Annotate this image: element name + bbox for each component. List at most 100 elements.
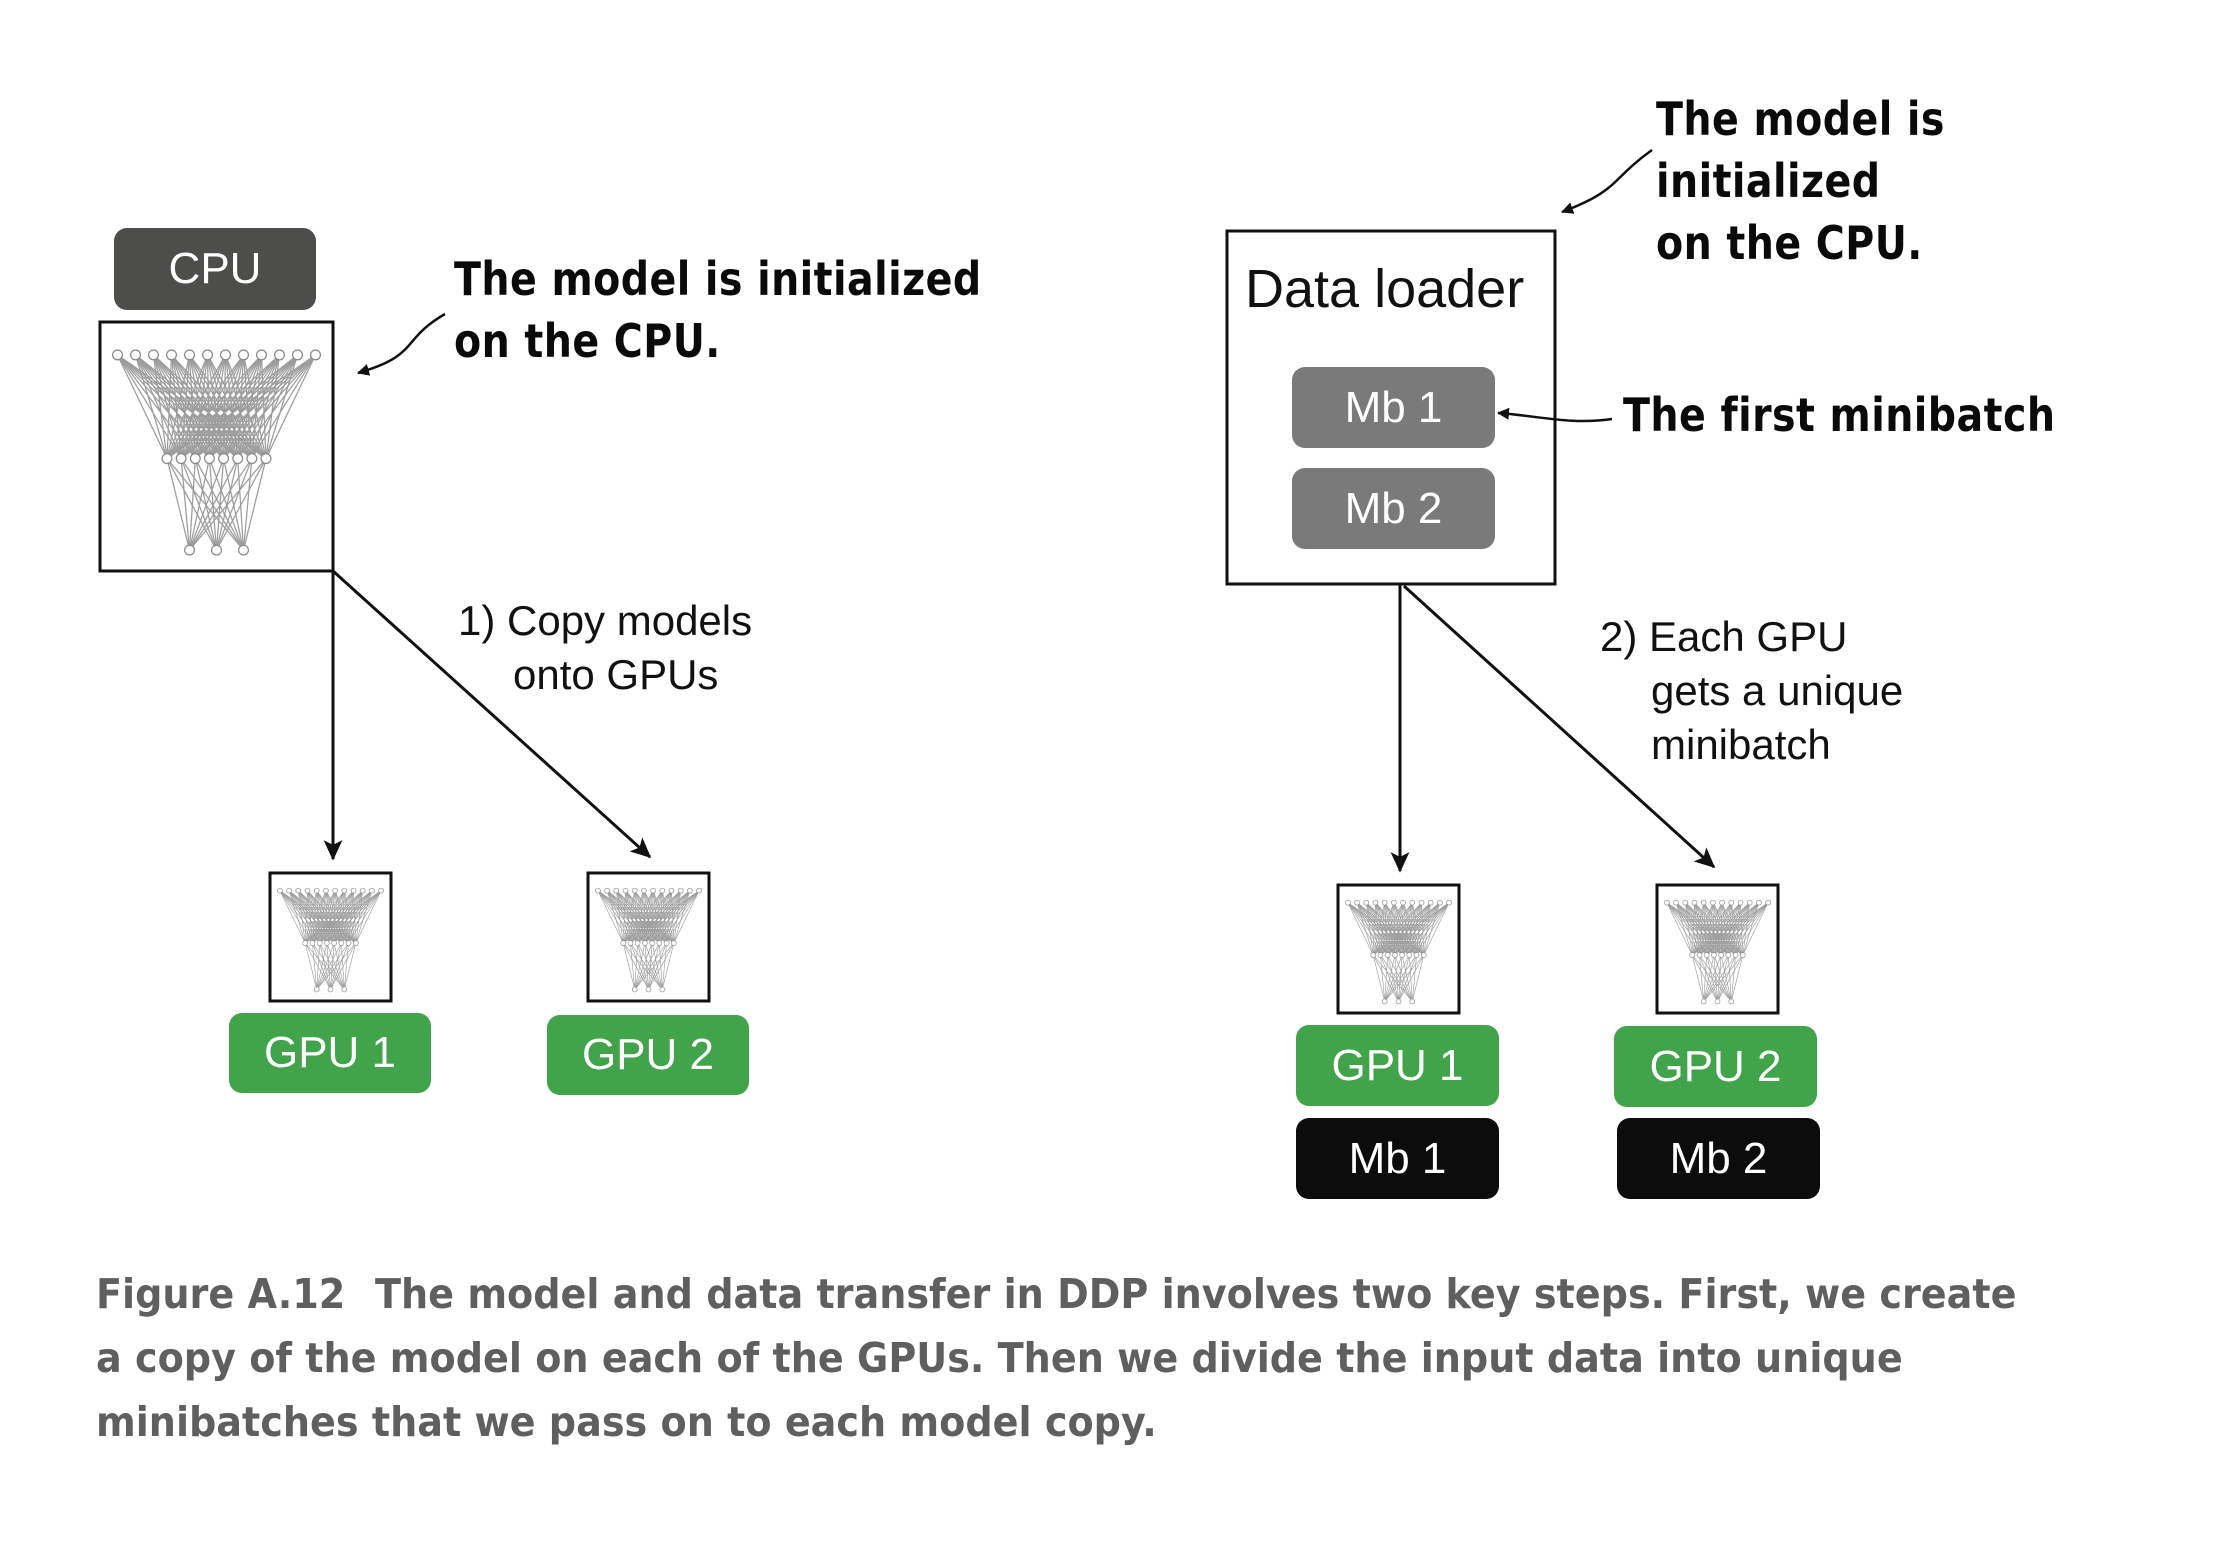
network-edge bbox=[304, 943, 318, 990]
network-node bbox=[331, 940, 337, 946]
network-node bbox=[1719, 899, 1725, 906]
network-node bbox=[1691, 899, 1698, 906]
network-node bbox=[201, 349, 214, 361]
network-edge bbox=[1691, 902, 1705, 956]
network-node bbox=[313, 887, 320, 894]
network-edge bbox=[634, 942, 653, 990]
network-edge bbox=[208, 458, 245, 551]
network-node bbox=[304, 887, 311, 894]
network-edge bbox=[644, 890, 672, 944]
network-node bbox=[203, 453, 215, 465]
network-edge bbox=[630, 942, 649, 990]
network-edge bbox=[637, 942, 663, 990]
network-node bbox=[147, 349, 160, 361]
network-node bbox=[286, 887, 292, 894]
network-edge bbox=[312, 943, 318, 990]
network-edge bbox=[1703, 954, 1736, 1002]
network-edge bbox=[1387, 902, 1450, 956]
network-edge bbox=[622, 943, 636, 990]
network-edge bbox=[1692, 902, 1769, 956]
left-gpu1-badge: GPU 1 bbox=[229, 1013, 431, 1093]
network-node bbox=[260, 453, 272, 465]
network-edge bbox=[661, 943, 675, 990]
network-node bbox=[1664, 899, 1670, 906]
network-edge bbox=[644, 942, 663, 990]
right-annotation-leader bbox=[1561, 148, 1653, 214]
network-edge bbox=[1372, 902, 1376, 956]
network-edge bbox=[1380, 902, 1431, 956]
network-edge bbox=[333, 890, 382, 944]
network-edge bbox=[343, 943, 357, 990]
network-edge bbox=[1372, 902, 1404, 956]
network-edge bbox=[304, 890, 318, 944]
network-node bbox=[1446, 899, 1452, 906]
network-edge bbox=[1387, 954, 1413, 1002]
network-node bbox=[620, 940, 627, 946]
network-node bbox=[302, 940, 309, 946]
network-edge bbox=[630, 890, 691, 944]
network-edge bbox=[312, 890, 363, 944]
network-edge bbox=[237, 354, 263, 459]
loader-mb1-label: Mb 1 bbox=[1344, 382, 1443, 432]
network-node bbox=[645, 986, 652, 993]
network-node bbox=[1395, 998, 1402, 1005]
network-node bbox=[341, 887, 348, 894]
right-step-note: 2) Each GPU gets a unique minibatch bbox=[1600, 610, 1903, 772]
network-edge bbox=[622, 942, 649, 990]
network-edge bbox=[1372, 902, 1413, 956]
network-node bbox=[1381, 998, 1388, 1005]
network-edge bbox=[1720, 902, 1769, 956]
network-edge bbox=[622, 890, 645, 944]
network-edge bbox=[166, 458, 218, 551]
network-edge bbox=[1394, 902, 1450, 956]
network-node bbox=[129, 349, 142, 361]
network-edge bbox=[1713, 902, 1750, 956]
network-edge bbox=[316, 943, 328, 990]
network-node bbox=[316, 940, 323, 946]
network-edge bbox=[1401, 902, 1441, 956]
network-edge bbox=[1372, 954, 1413, 1002]
network-edge bbox=[166, 354, 280, 460]
network-edge bbox=[1666, 902, 1693, 956]
network-node bbox=[1384, 952, 1391, 958]
network-edge bbox=[1735, 902, 1769, 956]
network-edge bbox=[1699, 902, 1750, 956]
network-edge bbox=[1684, 902, 1693, 956]
network-edge bbox=[651, 890, 681, 944]
network-edge bbox=[1699, 902, 1760, 956]
network-edge bbox=[326, 890, 354, 944]
network-edge bbox=[343, 943, 349, 990]
cpu-label-box: CPU bbox=[114, 228, 316, 310]
network-node bbox=[642, 940, 648, 946]
network-edge bbox=[1706, 954, 1732, 1002]
left-gpu1-label: GPU 1 bbox=[263, 1028, 397, 1077]
network-edge bbox=[316, 942, 342, 990]
network-edge bbox=[1691, 902, 1741, 956]
network-node bbox=[1728, 899, 1735, 906]
network-node bbox=[696, 887, 702, 894]
network-edge bbox=[1720, 902, 1750, 956]
right-init-annotation: The model is initialized on the CPU. bbox=[1656, 88, 2155, 274]
network-edge bbox=[1394, 954, 1413, 1002]
network-node bbox=[613, 887, 620, 894]
network-edge bbox=[166, 354, 209, 459]
network-edge bbox=[622, 890, 636, 944]
network-edge bbox=[341, 890, 363, 944]
network-edge bbox=[644, 890, 691, 944]
network-edge bbox=[630, 943, 636, 990]
network-edge bbox=[622, 890, 654, 944]
network-edge bbox=[634, 942, 675, 990]
network-edge bbox=[659, 890, 691, 944]
network-node bbox=[656, 940, 663, 946]
network-node bbox=[1363, 899, 1370, 906]
network-edge bbox=[189, 458, 267, 551]
right-gpu1-minibatch-box: Mb 1 bbox=[1296, 1118, 1499, 1199]
network-edge bbox=[180, 354, 298, 460]
network-edge bbox=[1347, 902, 1374, 956]
network-edge bbox=[1730, 955, 1736, 1002]
network-edge bbox=[648, 942, 675, 990]
network-edge bbox=[166, 458, 244, 551]
left-step-note: 1) Copy models onto GPUs bbox=[458, 594, 752, 702]
network-edge bbox=[637, 890, 691, 944]
network-edge bbox=[1384, 954, 1403, 1002]
